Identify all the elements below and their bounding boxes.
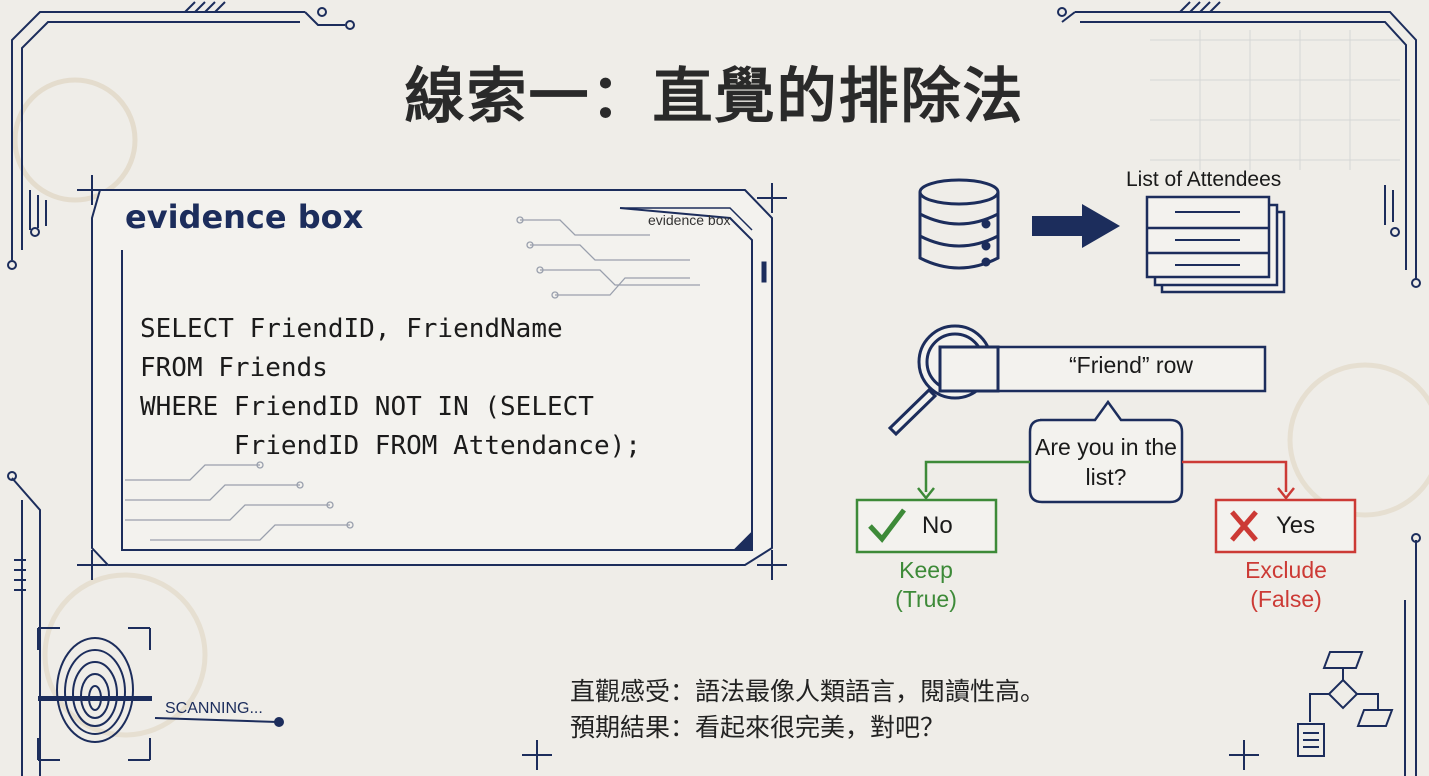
exclude-label: Exclude (False) [1245, 557, 1327, 612]
database-icon [918, 178, 1000, 270]
frame-top-left [7, 1, 355, 270]
yes-box [1214, 498, 1357, 554]
fingerprint-icon [37, 627, 284, 761]
cross-icon [1230, 510, 1258, 542]
check-icon [868, 508, 906, 543]
no-box [855, 498, 998, 554]
flow-connectors [917, 460, 1295, 501]
stain [12, 77, 138, 203]
arrow-right-icon [1032, 204, 1120, 248]
yes-label: Yes [1276, 512, 1316, 539]
stain [42, 572, 208, 738]
document-stack-icon [1145, 195, 1286, 294]
question-bubble [1028, 399, 1184, 504]
magnifier-icon [887, 324, 1000, 437]
keep-label: Keep (True) [895, 557, 957, 612]
attendees-list-label: List of Attendees [1126, 168, 1282, 191]
frame-top-right [1057, 1, 1421, 288]
evidence-box-tab-label: evidence box [648, 212, 731, 228]
evidence-box-heading: evidence box [125, 198, 364, 236]
note-line-1: 直觀感受：語法最像人類語言，閱讀性高。 [570, 677, 1046, 706]
circuit-traces [125, 216, 700, 541]
no-label: No [922, 512, 953, 539]
frame-bottom-right [1404, 533, 1421, 776]
scanning-label: SCANNING... [165, 700, 263, 717]
plus-markers [77, 175, 1259, 770]
friend-row-label: “Friend” row [1069, 352, 1193, 378]
page-title: 線索一：直覺的排除法 [404, 62, 1025, 132]
stain [1287, 362, 1429, 518]
grid-decoration [1150, 30, 1400, 170]
flowchart-icon [1297, 651, 1394, 757]
sql-code: SELECT FriendID, FriendName FROM Friends… [140, 314, 641, 461]
frame-bottom-left [7, 471, 41, 776]
evidence-box [91, 189, 773, 566]
note-line-2: 預期結果：看起來很完美，對吧？ [570, 713, 946, 742]
question-text: Are you in the list? [1035, 434, 1177, 490]
